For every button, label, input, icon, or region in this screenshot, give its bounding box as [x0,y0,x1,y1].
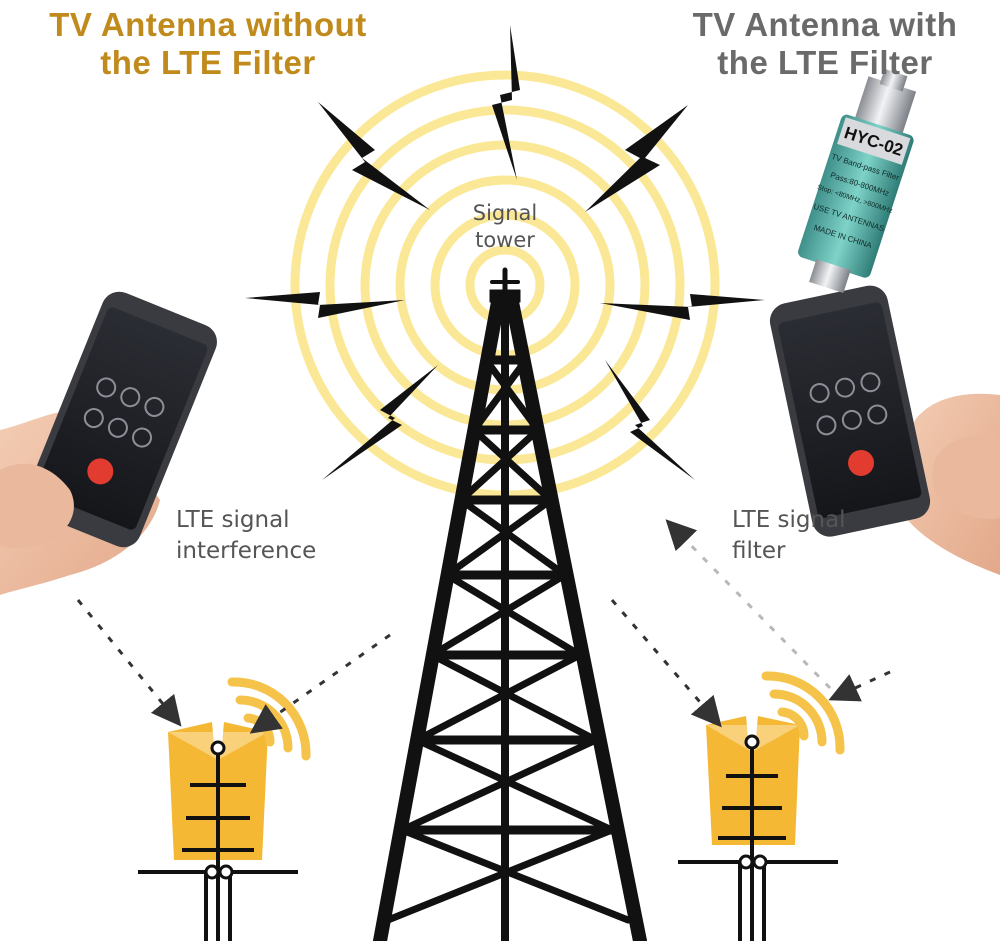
tv-antenna-right [610,519,891,941]
label-lte-filter: LTE signal filter [732,507,846,564]
bolt-icon [492,25,520,180]
label-signal-tower: Signal tower [472,201,538,252]
bolt-icon [605,360,695,480]
smartphone-left [0,291,218,595]
interference-arrows [76,599,391,734]
bolt-icon [318,102,430,210]
bolt-icon [585,105,688,212]
broadcast-waves-icon [761,671,845,755]
tv-antenna-left [76,599,391,941]
title-without-filter: TV Antenna without the LTE Filter [49,6,367,81]
signal-tower [373,267,647,941]
bolt-icon [600,294,765,320]
label-lte-interference: LTE signal interference [176,507,317,564]
blocked-signal-arrows [665,519,832,690]
title-with-filter: TV Antenna with the LTE Filter [692,6,958,81]
bolt-icon [245,292,405,318]
interference-arrows [610,599,891,728]
bolt-icon [322,365,438,480]
smartphone-right [769,285,1000,575]
lightning-bolts [245,25,765,480]
lte-filter-device: HYC-02 TV Band-pass Filter Pass:80-800MH… [798,68,917,294]
